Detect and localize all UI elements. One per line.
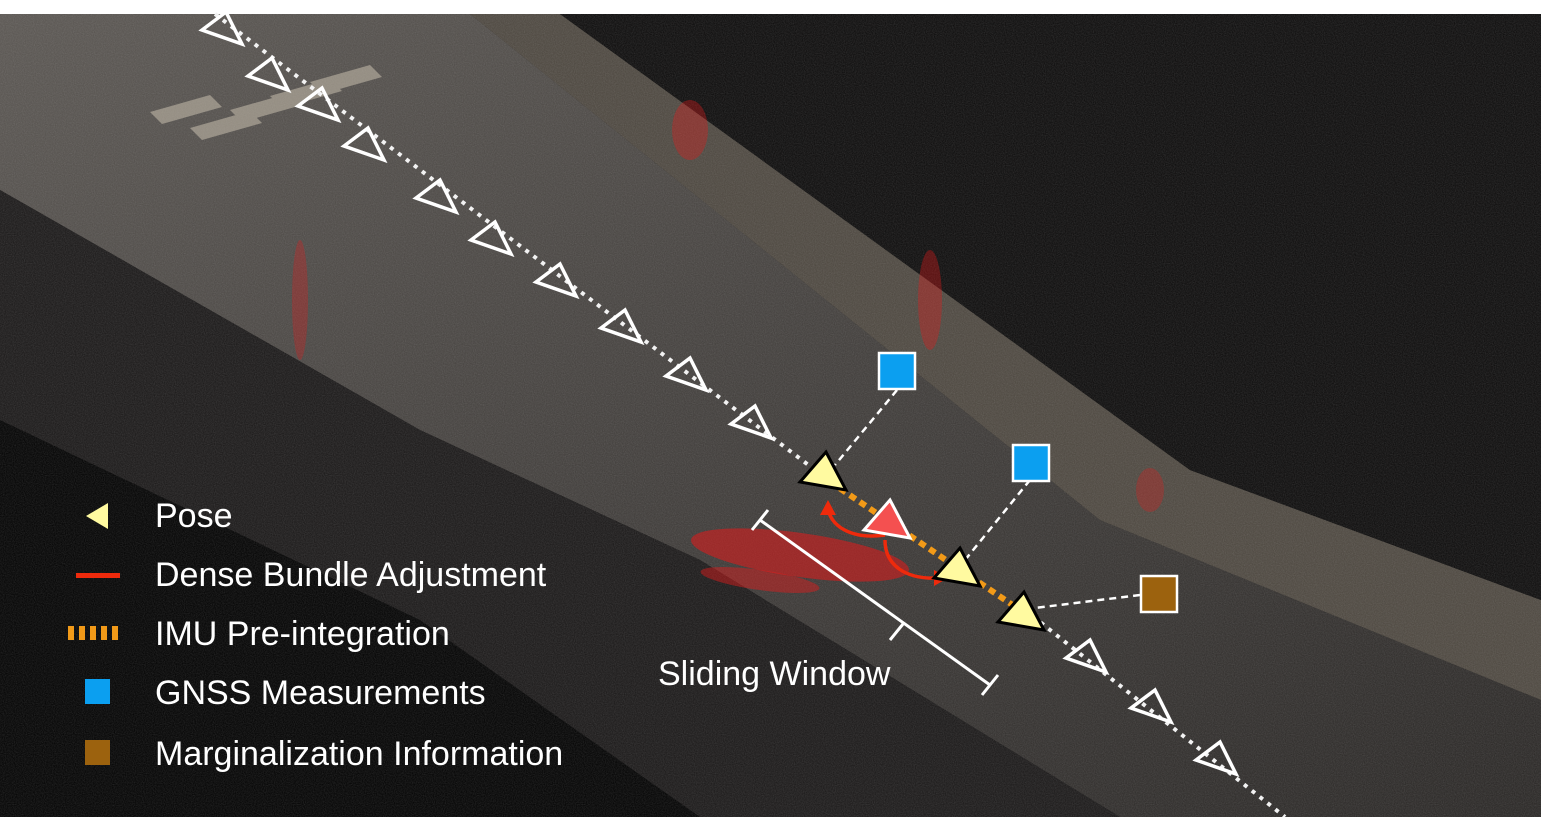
legend: Pose Dense Bundle Adjustment IMU Pre-int… (68, 497, 563, 773)
legend-label: GNSS Measurements (155, 674, 486, 712)
legend-marginalization-icon (85, 740, 110, 765)
legend-label: Pose (155, 497, 233, 535)
point-noise (0, 14, 1541, 817)
legend-label: IMU Pre-integration (155, 615, 450, 653)
gnss-square (877, 351, 917, 391)
pose-icon (995, 589, 1047, 633)
legend-gnss-icon (85, 679, 110, 704)
pose-icon (340, 125, 388, 164)
pose-icon (597, 307, 645, 346)
pose-icon (1127, 687, 1175, 726)
pose-icon (294, 85, 342, 124)
sliding-window-bracket (750, 509, 1000, 696)
legend-dense-ba-icon (76, 573, 120, 578)
past-poses (198, 9, 1240, 778)
imu-preintegration-edges (818, 472, 1022, 613)
pose-icon (861, 497, 913, 541)
pose-icon (198, 9, 246, 48)
legend-pose-icon (86, 503, 108, 529)
dense-ba-points (292, 100, 1164, 593)
top-margin (0, 0, 1541, 14)
pose-icon (532, 261, 580, 300)
gnss-measurements (877, 351, 1051, 483)
pose-icon (1192, 739, 1240, 778)
legend-label: Marginalization Information (155, 735, 563, 773)
pose-icon (662, 355, 710, 394)
pose-icon (1062, 637, 1110, 676)
pose-icon (727, 403, 775, 442)
marginalization-square (1139, 574, 1179, 614)
pose-icon (412, 177, 460, 216)
legend-imu-icon (68, 626, 118, 640)
crosswalk-marks (150, 65, 382, 140)
gnss-square (1011, 443, 1051, 483)
window-poses (797, 449, 1047, 633)
pose-icon (467, 219, 515, 258)
pose-icon (244, 55, 292, 94)
sliding-window-label: Sliding Window (658, 655, 891, 693)
pose-icon (797, 449, 849, 493)
legend-label: Dense Bundle Adjustment (155, 556, 547, 594)
pose-icon (931, 545, 983, 589)
gnss-links (834, 389, 1141, 610)
